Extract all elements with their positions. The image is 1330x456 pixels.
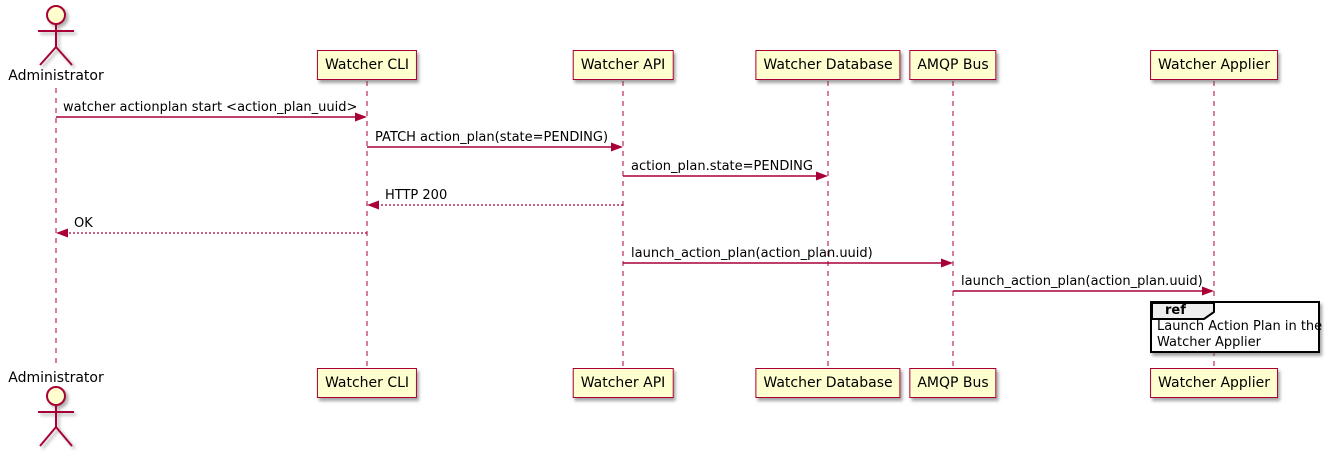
ref-body-line1: Launch Action Plan in the [1157, 319, 1323, 334]
message-label-4: HTTP 200 [385, 188, 448, 203]
message-arrow-2 [367, 142, 623, 152]
ref-body-text: Launch Action Plan in the Watcher Applie… [1157, 319, 1322, 350]
ref-body-line2: Watcher Applier [1157, 334, 1261, 350]
message-arrow-5 [56, 228, 367, 238]
participant-box-amqp-bus-bottom: AMQP Bus [909, 368, 997, 398]
participant-box-watcher-cli-top: Watcher CLI [316, 50, 418, 80]
message-arrow-1 [56, 112, 367, 122]
participant-box-watcher-database-top: Watcher Database [755, 50, 901, 80]
actor-label-administrator-top: Administrator [8, 68, 104, 84]
message-label-5: OK [74, 216, 93, 231]
actor-figure-top [38, 5, 74, 66]
participant-box-amqp-bus-top: AMQP Bus [909, 50, 997, 80]
message-label-1: watcher actionplan start <action_plan_uu… [63, 100, 358, 115]
participant-box-watcher-database-bottom: Watcher Database [755, 368, 901, 398]
message-arrow-3 [623, 171, 828, 181]
ref-tab-shape [1151, 302, 1215, 320]
message-arrow-6 [623, 258, 953, 268]
message-label-3: action_plan.state=PENDING [631, 159, 813, 174]
actor-figure-bottom [38, 386, 74, 447]
participant-box-watcher-applier-bottom: Watcher Applier [1150, 368, 1278, 398]
message-label-2: PATCH action_plan(state=PENDING) [375, 130, 609, 145]
message-arrow-4 [367, 200, 623, 210]
message-label-6: launch_action_plan(action_plan.uuid) [631, 246, 873, 261]
message-label-7: launch_action_plan(action_plan.uuid) [961, 274, 1203, 289]
actor-label-administrator-bottom: Administrator [8, 370, 104, 386]
participant-box-watcher-cli-bottom: Watcher CLI [316, 368, 418, 398]
ref-fragment: ref Launch Action Plan in the Watcher Ap… [1150, 301, 1322, 353]
message-arrow-7 [953, 286, 1214, 296]
participant-box-watcher-applier-top: Watcher Applier [1150, 50, 1278, 80]
participant-box-watcher-api-top: Watcher API [572, 50, 674, 80]
ref-keyword: ref [1165, 303, 1186, 318]
participant-box-watcher-api-bottom: Watcher API [572, 368, 674, 398]
